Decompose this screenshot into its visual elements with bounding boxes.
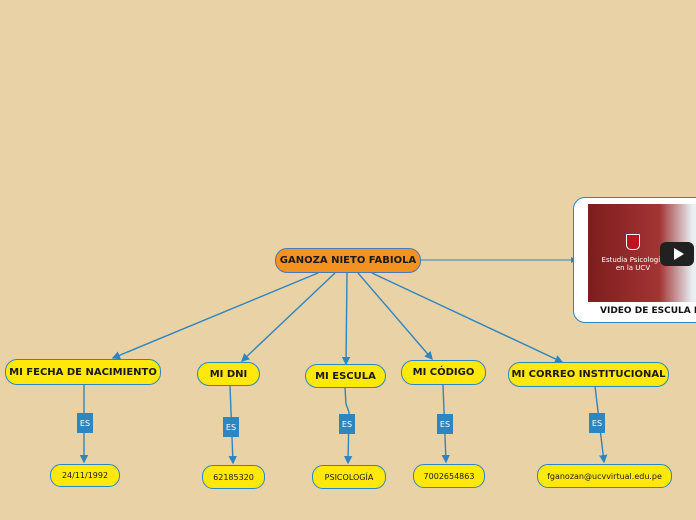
branch-birthdate[interactable]: MI FECHA DE NACIMIENTO (5, 359, 161, 385)
link-label-dni: ES (223, 417, 239, 437)
video-caption: VIDEO DE ESCULA PR (600, 306, 696, 316)
root-node[interactable]: GANOZA NIETO FABIOLA (275, 248, 421, 273)
value-code[interactable]: 7002654863 (413, 464, 485, 488)
connector-root-birthdate (111, 272, 319, 360)
branch-code[interactable]: MI CÓDIGO (401, 360, 486, 385)
link-label-school: ES (339, 414, 355, 434)
branch-school-label: MI ESCULA (315, 370, 376, 382)
university-shield-logo (626, 234, 640, 250)
connector-root-school (341, 272, 351, 366)
value-school-text: PSICOLOGÍA (324, 472, 374, 482)
branch-school[interactable]: MI ESCULA (305, 364, 386, 388)
value-birthdate-text: 24/11/1992 (61, 471, 109, 480)
video-thumbnail-text: Estudia Psicología en la UCV (601, 256, 665, 272)
connector-root-email (371, 272, 564, 363)
branch-dni-label: MI DNI (209, 368, 248, 380)
value-school[interactable]: PSICOLOGÍA (312, 465, 386, 489)
branch-email-label: MI CORREO INSTITUCIONAL (511, 369, 666, 380)
root-label: GANOZA NIETO FABIOLA (279, 255, 417, 266)
branch-birthdate-label: MI FECHA DE NACIMIENTO (9, 366, 157, 378)
value-code-text: 7002654863 (423, 471, 475, 481)
play-button-icon[interactable] (660, 242, 694, 266)
link-label-email: ES (589, 413, 605, 433)
connector-root-code (357, 272, 433, 361)
value-birthdate[interactable]: 24/11/1992 (50, 464, 120, 487)
value-email-text: fganozan@ucvvirtual.edu.pe (547, 471, 662, 481)
link-label-birthdate: ES (77, 413, 93, 433)
link-label-code: ES (437, 414, 453, 434)
connector-school-value (343, 387, 353, 465)
play-triangle-icon (673, 248, 684, 260)
value-dni[interactable]: 62185320 (202, 465, 265, 489)
value-email[interactable]: fganozan@ucvvirtual.edu.pe (537, 464, 672, 488)
video-thumbnail[interactable]: Estudia Psicología en la UCV (588, 204, 696, 302)
branch-email[interactable]: MI CORREO INSTITUCIONAL (508, 362, 669, 387)
video-node[interactable]: Estudia Psicología en la UCV VIDEO DE ES… (573, 197, 696, 323)
branch-code-label: MI CÓDIGO (412, 367, 475, 378)
branch-dni[interactable]: MI DNI (197, 362, 260, 386)
connector-root-dni (240, 272, 336, 362)
value-dni-text: 62185320 (213, 472, 254, 482)
